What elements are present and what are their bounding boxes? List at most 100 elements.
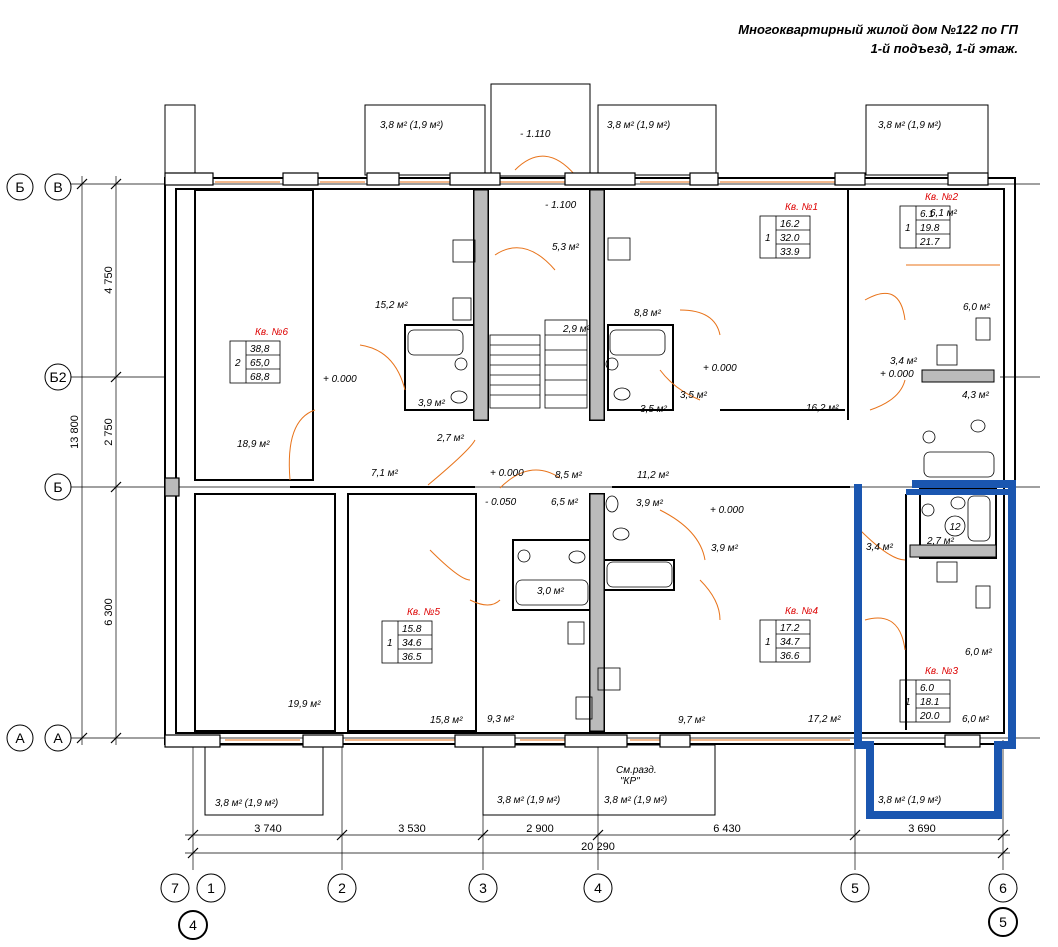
room-area: 6,0 м² bbox=[962, 714, 990, 725]
room-area: 3,5 м² bbox=[680, 390, 708, 401]
window-piers bbox=[164, 172, 989, 748]
room-area: 3,0 м² bbox=[537, 586, 565, 597]
hatched-walls bbox=[473, 189, 997, 732]
room-area: 6,0 м² bbox=[963, 302, 991, 313]
apartment-rooms: 1 bbox=[905, 223, 911, 234]
axis-bubble-1 bbox=[196, 873, 226, 903]
apartment-label: Кв. №3 bbox=[925, 666, 959, 677]
room-area: 3,9 м² bbox=[711, 543, 739, 554]
dim-4: 6 430 bbox=[713, 823, 741, 835]
apartment-label: Кв. №6 bbox=[255, 327, 289, 338]
apartment-table bbox=[229, 340, 281, 384]
apartment-value: 36.5 bbox=[402, 652, 422, 663]
apartment-table bbox=[759, 215, 811, 259]
room-area: 3,9 м² bbox=[636, 498, 664, 509]
apartment-label: Кв. №4 bbox=[785, 606, 819, 617]
apartment-value: 34.6 bbox=[402, 638, 422, 649]
section-note-1: См.разд. bbox=[616, 765, 657, 776]
apartment-rooms: 2 bbox=[234, 358, 241, 369]
apartment-rooms: 1 bbox=[905, 697, 911, 708]
axis-bubble-5 bbox=[840, 873, 870, 903]
room-area: 15,8 м² bbox=[430, 715, 463, 726]
apartment-rooms: 1 bbox=[765, 637, 771, 648]
marker-label: 12 bbox=[949, 522, 961, 533]
level-mark: + 0.000 bbox=[323, 374, 357, 385]
axis-bubble-b bbox=[44, 473, 72, 501]
apartment-value: 21.7 bbox=[919, 237, 940, 248]
room-area: 2,7 м² bbox=[436, 433, 465, 444]
apartment-value: 18.1 bbox=[920, 697, 939, 708]
room-area: 16,2 м² bbox=[806, 403, 839, 414]
axis-bubble-b2-label: Б2 bbox=[50, 369, 67, 385]
dim-3: 2 900 bbox=[526, 823, 554, 835]
room-area: 5,3 м² bbox=[552, 242, 580, 253]
dim-left-1: 4 750 bbox=[103, 266, 115, 294]
axis-bubble-4 bbox=[583, 873, 613, 903]
apartment-label: Кв. №2 bbox=[925, 192, 959, 203]
title-line-2: 1-й подъезд, 1-й этаж. bbox=[870, 41, 1018, 56]
axis-bubble-5-label: 5 bbox=[851, 880, 859, 896]
room-area: 2,9 м² bbox=[562, 324, 591, 335]
axis-bubble-b-left bbox=[6, 173, 34, 201]
level-mark: - 1.100 bbox=[545, 200, 577, 211]
axis-bubble-b-label: Б bbox=[53, 479, 62, 495]
section-note-2: "КР" bbox=[620, 776, 640, 787]
axis-lines bbox=[70, 176, 1040, 870]
room-area: 8,8 м² bbox=[634, 308, 662, 319]
room-area: 6,1 м² bbox=[930, 208, 958, 219]
apartment-rooms: 1 bbox=[387, 638, 393, 649]
apartment-table bbox=[899, 679, 951, 723]
room-area: 15,2 м² bbox=[375, 300, 408, 311]
axis-bubble-a-outer-label: А bbox=[15, 730, 25, 746]
balcony-area: 3,8 м² (1,9 м²) bbox=[878, 795, 941, 806]
room-area: 8,5 м² bbox=[555, 470, 583, 481]
axis-bubble-b2 bbox=[44, 363, 72, 391]
apartment-value: 6.1 bbox=[920, 209, 934, 220]
highlight-apt-3 bbox=[854, 480, 1016, 819]
apartment-value: 15.8 bbox=[402, 624, 422, 635]
axis-bubble-extra-4 bbox=[178, 910, 208, 940]
apartment-value: 68,8 bbox=[250, 372, 270, 383]
apartment-table bbox=[899, 205, 951, 249]
axis-bubble-extra-4-label: 4 bbox=[189, 917, 197, 933]
axis-bubble-2 bbox=[327, 873, 357, 903]
stairs bbox=[489, 319, 588, 409]
apartment-value: 32.0 bbox=[780, 233, 800, 244]
apartment-tables bbox=[229, 205, 951, 723]
room-area: 18,9 м² bbox=[237, 439, 270, 450]
level-mark: + 0.000 bbox=[703, 363, 737, 374]
level-mark: - 0.050 bbox=[485, 497, 517, 508]
balcony-area: 3,8 м² (1,9 м²) bbox=[604, 795, 667, 806]
axis-bubble-v bbox=[44, 173, 72, 201]
axis-bubble-4-label: 4 bbox=[594, 880, 602, 896]
balcony-area: 3,8 м² (1,9 м²) bbox=[878, 120, 941, 131]
room-area: 4,3 м² bbox=[962, 390, 990, 401]
windows bbox=[215, 181, 850, 741]
dim-total: 20 290 bbox=[581, 841, 615, 853]
apartment-value: 19.8 bbox=[920, 223, 940, 234]
apartment-table bbox=[381, 620, 433, 664]
level-mark: - 1.110 bbox=[520, 129, 551, 140]
room-area: 3,4 м² bbox=[866, 542, 894, 553]
axis-bubble-3 bbox=[468, 873, 498, 903]
dim-2: 3 530 bbox=[398, 823, 426, 835]
balcony-area: 3,8 м² (1,9 м²) bbox=[497, 795, 560, 806]
balcony-area: 3,8 м² (1,9 м²) bbox=[215, 798, 278, 809]
level-mark: + 0.000 bbox=[710, 505, 744, 516]
dim-left-3: 6 300 bbox=[103, 598, 115, 626]
axis-bubble-a-label: А bbox=[53, 730, 63, 746]
apartment-value: 38,8 bbox=[250, 344, 270, 355]
room-area: 7,1 м² bbox=[371, 468, 399, 479]
fixtures bbox=[407, 237, 995, 720]
door-swings bbox=[288, 155, 1000, 651]
axis-bubble-a-outer bbox=[6, 724, 34, 752]
dim-ticks bbox=[76, 178, 1009, 859]
axis-bubble-extra-5 bbox=[988, 907, 1018, 937]
room-area: 9,3 м² bbox=[487, 714, 515, 725]
apartment-label: Кв. №5 bbox=[407, 607, 441, 618]
axis-bubble-2-label: 2 bbox=[338, 880, 346, 896]
axis-bubble-extra-5-label: 5 bbox=[999, 914, 1007, 930]
room-area: 6,5 м² bbox=[551, 497, 579, 508]
axis-bubble-6-label: 6 bbox=[999, 880, 1007, 896]
